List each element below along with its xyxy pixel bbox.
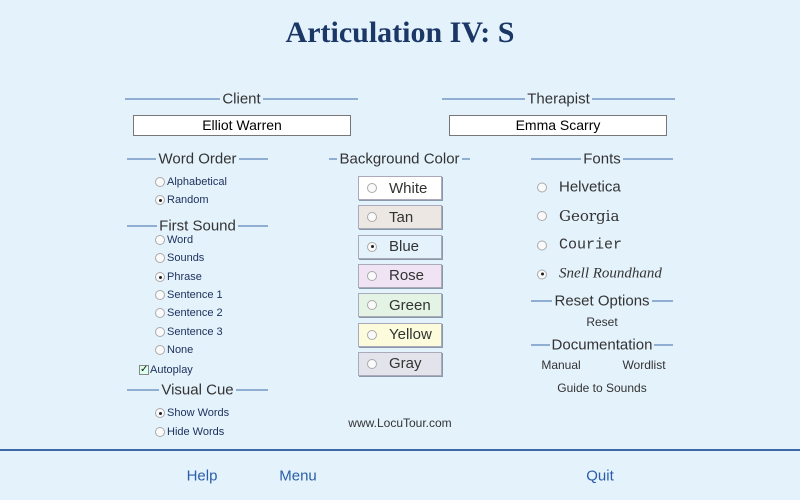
word-order-label: Word Order (158, 150, 237, 168)
radio-random[interactable]: Random (155, 194, 209, 206)
option-label: Word (167, 234, 194, 246)
radio-icon[interactable] (367, 358, 377, 369)
option-label: Helvetica (559, 178, 621, 196)
background-color-label: Background Color (339, 150, 460, 168)
client-field[interactable]: Elliot Warren (133, 115, 351, 136)
radio-icon[interactable] (155, 272, 165, 282)
menu-button[interactable]: Menu (279, 467, 317, 485)
radio-icon[interactable] (537, 182, 547, 192)
fonts-heading: Fonts (531, 150, 674, 168)
bg-color-blue[interactable]: Blue (358, 234, 442, 259)
option-label: Yellow (389, 326, 432, 343)
radio-icon[interactable] (155, 290, 165, 300)
radio-icon[interactable] (155, 327, 165, 337)
guide-to-sounds-link[interactable]: Guide to Sounds (557, 381, 647, 395)
first-sound-heading: First Sound (127, 217, 269, 235)
option-label: Courier (559, 236, 623, 254)
radio-sentence-3[interactable]: Sentence 3 (155, 326, 223, 338)
option-label: Random (167, 194, 209, 206)
word-order-heading: Word Order (127, 150, 269, 168)
option-label: White (389, 179, 428, 197)
radio-icon[interactable] (155, 253, 165, 263)
bg-color-gray[interactable]: Gray (358, 351, 442, 376)
therapist-heading: Therapist (442, 91, 675, 108)
visual-cue-label: Visual Cue (161, 381, 234, 399)
therapist-label: Therapist (527, 90, 590, 108)
fonts-label: Fonts (583, 150, 621, 168)
option-label: Gray (389, 355, 422, 373)
reset-options-heading: Reset Options (531, 292, 674, 310)
option-label: Georgia (559, 207, 620, 225)
footer-divider (0, 449, 800, 451)
option-label: Tan (389, 208, 414, 226)
option-label: Blue (389, 238, 420, 256)
font-helvetica[interactable]: Helvetica (537, 179, 621, 196)
checkbox-icon[interactable]: ✓ (139, 364, 149, 375)
radio-icon[interactable] (367, 329, 377, 340)
website-link[interactable]: www.LocuTour.com (348, 416, 452, 430)
reset-options-label: Reset Options (554, 292, 650, 310)
radio-icon[interactable] (367, 212, 377, 223)
option-label: Hide Words (167, 426, 225, 438)
documentation-label: Documentation (551, 336, 653, 354)
radio-hide-words[interactable]: Hide Words (155, 426, 224, 438)
manual-link[interactable]: Manual (541, 358, 581, 372)
option-label: Sentence 2 (167, 307, 223, 319)
documentation-heading: Documentation (531, 337, 673, 354)
bg-color-yellow[interactable]: Yellow (358, 322, 442, 347)
radio-alphabetical[interactable]: Alphabetical (155, 176, 227, 188)
page-title: Articulation IV: S (285, 16, 515, 49)
radio-icon[interactable] (537, 240, 547, 250)
option-label: None (167, 344, 194, 356)
radio-icon[interactable] (155, 235, 165, 245)
first-sound-label: First Sound (159, 217, 236, 235)
radio-icon[interactable] (155, 195, 165, 205)
bg-color-rose[interactable]: Rose (358, 263, 442, 288)
option-label: Alphabetical (167, 176, 227, 188)
radio-icon[interactable] (537, 269, 547, 279)
option-label: Phrase (167, 271, 202, 283)
option-label: Rose (389, 267, 425, 285)
radio-icon[interactable] (367, 183, 377, 193)
radio-icon[interactable] (155, 408, 165, 418)
reset-button[interactable]: Reset (586, 315, 618, 329)
radio-icon[interactable] (367, 300, 377, 311)
option-label: Sentence 1 (167, 289, 223, 301)
option-label: Sentence 3 (167, 326, 223, 338)
option-label: Show Words (167, 407, 230, 419)
radio-word[interactable]: Word (155, 234, 193, 246)
bg-color-white[interactable]: White (358, 176, 442, 200)
option-label: Sounds (167, 252, 205, 264)
quit-button[interactable]: Quit (586, 467, 614, 485)
visual-cue-heading: Visual Cue (127, 382, 268, 399)
font-courier[interactable]: Courier (537, 237, 622, 254)
radio-icon[interactable] (537, 211, 547, 221)
option-label: Snell Roundhand (559, 265, 662, 282)
radio-icon[interactable] (155, 427, 165, 437)
option-label: Green (389, 296, 431, 314)
radio-sentence-2[interactable]: Sentence 2 (155, 307, 223, 319)
radio-sounds[interactable]: Sounds (155, 252, 204, 264)
radio-sentence-1[interactable]: Sentence 1 (155, 289, 223, 301)
bg-color-green[interactable]: Green (358, 293, 442, 318)
client-heading: Client (125, 90, 359, 108)
client-label: Client (222, 90, 261, 108)
font-snell-roundhand[interactable]: Snell Roundhand (537, 266, 662, 283)
background-color-heading: Background Color (329, 150, 471, 168)
radio-none[interactable]: None (155, 344, 193, 356)
therapist-field[interactable]: Emma Scarry (449, 115, 667, 136)
radio-icon[interactable] (155, 308, 165, 318)
radio-icon[interactable] (367, 270, 377, 281)
radio-show-words[interactable]: Show Words (155, 407, 229, 419)
radio-icon[interactable] (367, 241, 377, 252)
autoplay-checkbox[interactable]: ✓Autoplay (139, 364, 193, 376)
radio-icon[interactable] (155, 345, 165, 355)
autoplay-label: Autoplay (150, 364, 193, 376)
font-georgia[interactable]: Georgia (537, 207, 619, 225)
bg-color-tan[interactable]: Tan (358, 205, 442, 230)
help-button[interactable]: Help (186, 467, 218, 485)
radio-icon[interactable] (155, 177, 165, 187)
wordlist-link[interactable]: Wordlist (622, 358, 666, 372)
radio-phrase[interactable]: Phrase (155, 271, 202, 283)
